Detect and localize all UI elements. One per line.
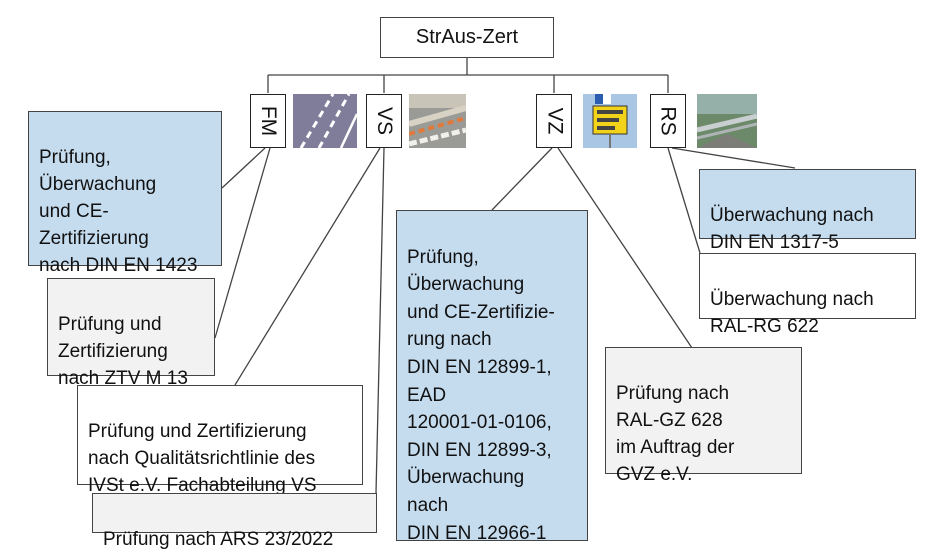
vz-ral-test-box: Prüfung nach RAL-GZ 628 im Auftrag der G… xyxy=(605,347,802,485)
vs-ivst-certification-text: Prüfung und Zertifizierung nach Qualität… xyxy=(88,421,317,496)
vs-to-ivst-line xyxy=(234,147,381,386)
rs-to-ral-line xyxy=(667,147,701,254)
root-node: StrAus-Zert xyxy=(380,17,554,58)
rs-din-monitoring-text: Überwachung nach DIN EN 1317-5 xyxy=(710,205,874,253)
category-rs-label: RS xyxy=(657,106,680,136)
vs-ivst-certification-box: Prüfung und Zertifizierung nach Qualität… xyxy=(77,385,363,496)
category-vs: VS xyxy=(366,94,402,148)
fm-ztv-certification-text: Prüfung und Zertifizierung nach ZTV M 13 xyxy=(58,314,188,389)
traffic-barrier-photo-icon xyxy=(409,94,466,148)
category-vz: VZ xyxy=(536,94,572,148)
vs-to-ars-line xyxy=(375,147,385,494)
guardrail-photo-icon xyxy=(697,94,757,148)
road-sign-photo-icon xyxy=(583,94,637,148)
vz-ce-certification-text: Prüfung, Überwachung und CE-Zertifizie- … xyxy=(407,246,555,544)
category-vz-label: VZ xyxy=(543,107,566,135)
rs-din-monitoring-box: Überwachung nach DIN EN 1317-5 xyxy=(699,169,916,253)
category-vs-label: VS xyxy=(372,106,396,136)
rs-ral-monitoring-box: Überwachung nach RAL-RG 622 xyxy=(699,253,916,337)
root-label: StrAus-Zert xyxy=(415,26,519,48)
fm-to-ztv-line xyxy=(214,147,271,339)
vz-to-ce-line xyxy=(491,147,553,211)
rs-ral-monitoring-text: Überwachung nach RAL-RG 622 xyxy=(710,289,874,337)
fm-to-ce-line xyxy=(221,147,266,189)
category-fm: FM xyxy=(250,94,286,148)
category-rs: RS xyxy=(650,94,686,148)
fm-ce-certification-box: Prüfung, Überwachung und CE- Zertifizier… xyxy=(28,111,222,276)
road-markings-photo-icon xyxy=(293,94,357,148)
fm-ztv-certification-box: Prüfung und Zertifizierung nach ZTV M 13 xyxy=(47,278,215,389)
vz-to-ral-line xyxy=(557,147,693,349)
vz-ce-certification-box: Prüfung, Überwachung und CE-Zertifizie- … xyxy=(396,210,588,544)
vs-ars-test-box: Prüfung nach ARS 23/2022 xyxy=(92,493,377,550)
vz-ral-test-text: Prüfung nach RAL-GZ 628 im Auftrag der G… xyxy=(616,383,735,485)
rs-to-din-line xyxy=(671,147,796,169)
fm-ce-certification-text: Prüfung, Überwachung und CE- Zertifizier… xyxy=(39,147,198,276)
vs-ars-test-text: Prüfung nach ARS 23/2022 xyxy=(103,529,334,550)
category-fm-label: FM xyxy=(256,105,280,137)
